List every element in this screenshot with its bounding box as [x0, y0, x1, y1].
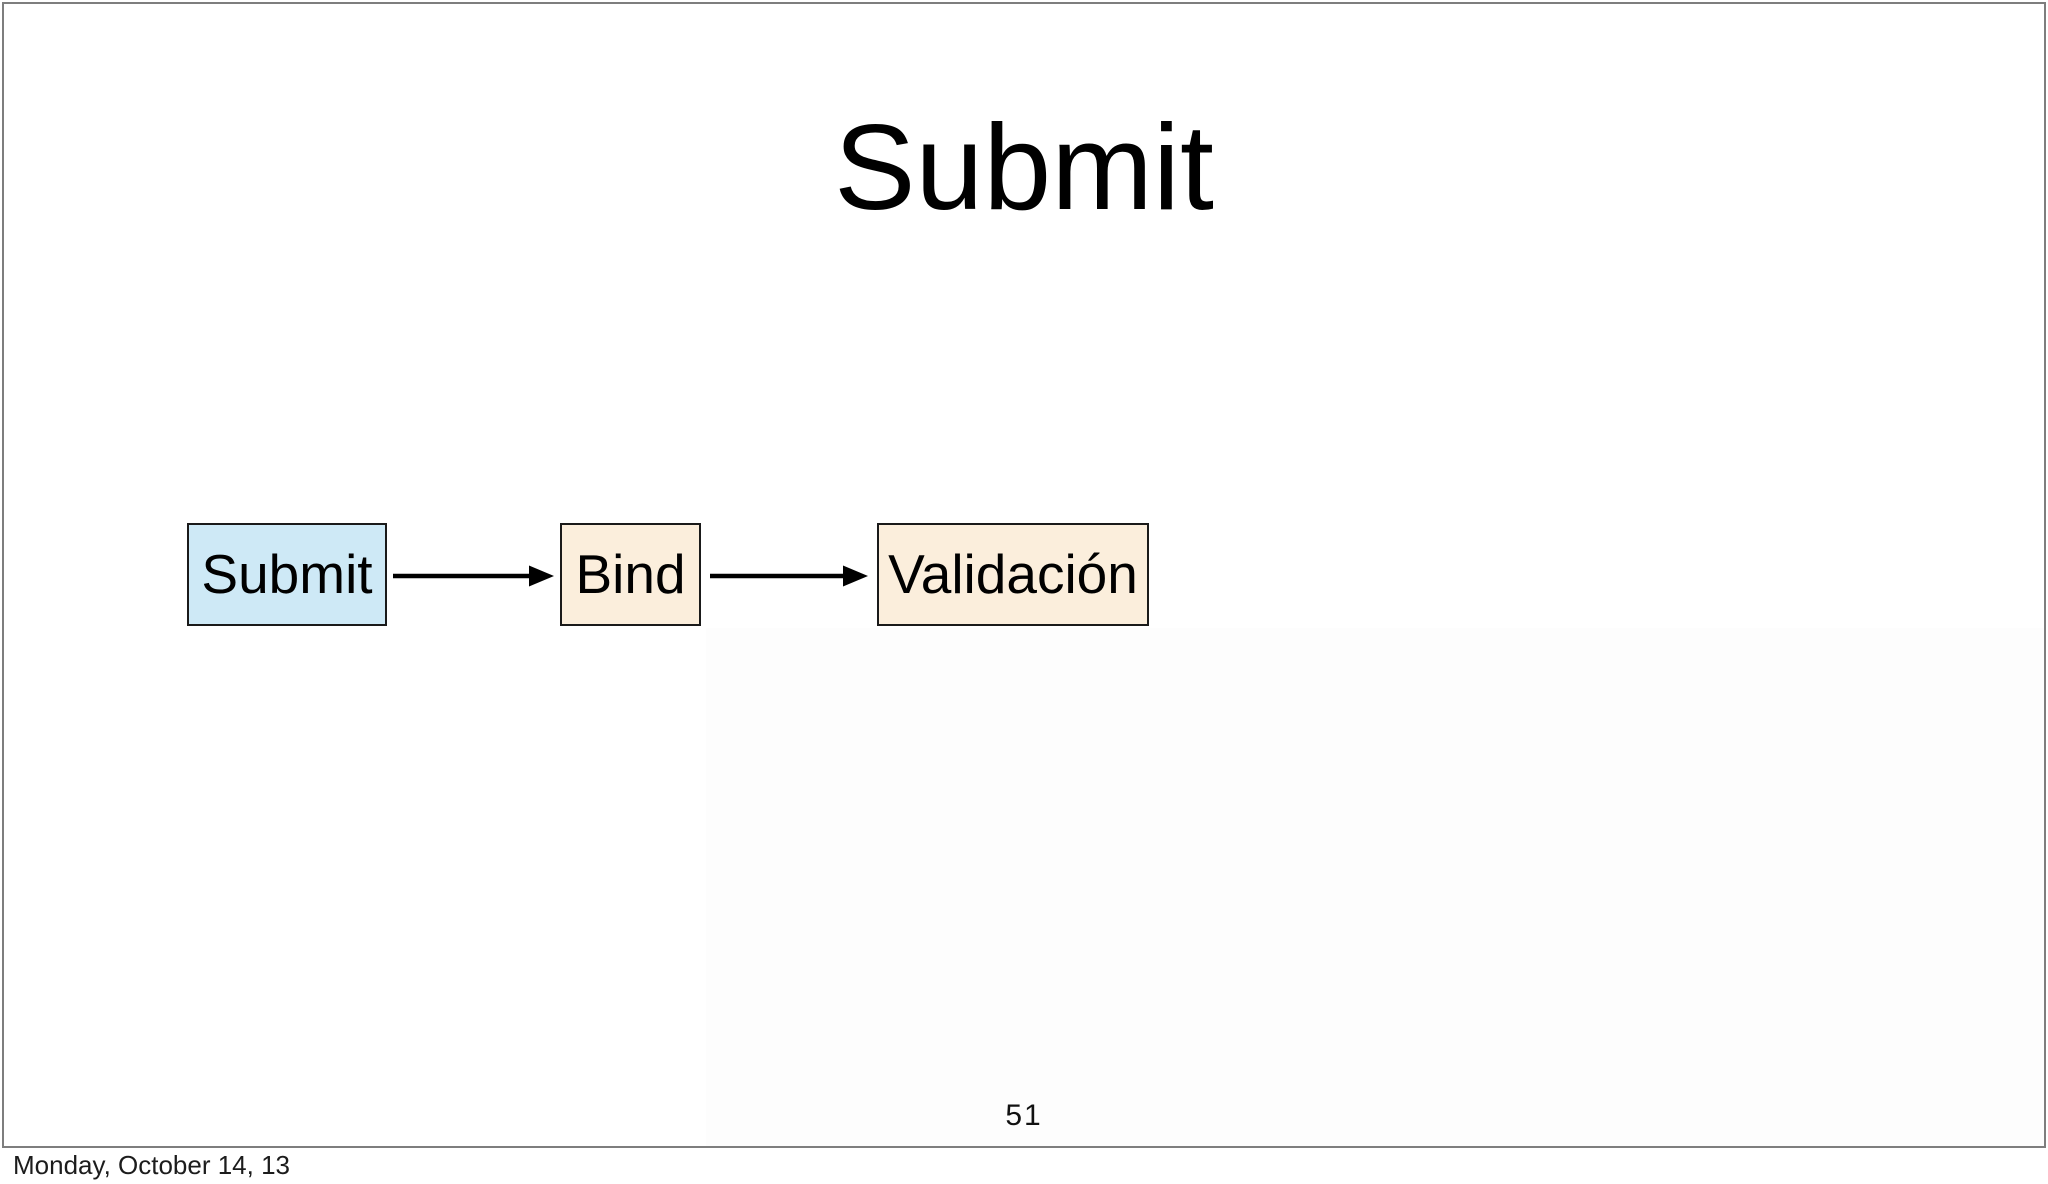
node-bind: Bind [560, 523, 701, 626]
node-bind-label: Bind [575, 543, 686, 605]
arrow-right-icon [843, 565, 868, 587]
node-validacion-label: Validación [888, 543, 1138, 605]
background-shade [706, 628, 2044, 1148]
arrow-bind-to-validacion [710, 565, 868, 587]
page-number: 51 [1005, 1099, 1043, 1132]
node-submit-label: Submit [201, 543, 373, 605]
arrow-right-icon [529, 565, 554, 587]
slide-title: Submit [834, 99, 1214, 235]
arrow-submit-to-bind [393, 565, 554, 587]
node-submit: Submit [187, 523, 387, 626]
date-stamp: Monday, October 14, 13 [13, 1150, 291, 1180]
node-validacion: Validación [877, 523, 1149, 626]
